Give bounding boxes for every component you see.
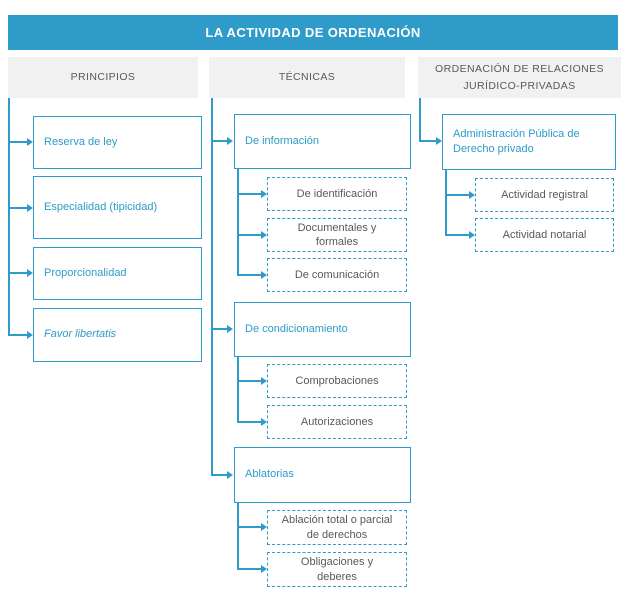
connector-vline-ordenacion	[419, 98, 421, 142]
subnode-actividad-registral: Actividad registral	[475, 178, 614, 212]
arrowhead-icon	[261, 418, 267, 426]
column-header-principios: PRINCIPIOS	[8, 57, 198, 98]
arrowhead-icon	[469, 231, 475, 239]
arrowhead-icon	[261, 523, 267, 531]
connector-line	[237, 526, 261, 528]
connector-line	[237, 234, 261, 236]
column-header-tecnicas: TÉCNICAS	[209, 57, 405, 98]
subnode-documentales-y-formales: Documentales y formales	[267, 218, 407, 252]
connector-line	[8, 141, 27, 143]
node-de-informacion: De información	[234, 114, 411, 169]
subnode-comprobaciones: Comprobaciones	[267, 364, 407, 398]
arrowhead-icon	[27, 269, 33, 277]
node-reserva-de-ley: Reserva de ley	[33, 116, 202, 169]
subnode-actividad-notarial: Actividad notarial	[475, 218, 614, 252]
connector-line	[8, 207, 27, 209]
subnode-de-comunicacion: De comunicación	[267, 258, 407, 292]
connector-vline-de-condicionamiento	[237, 357, 239, 422]
connector-line	[237, 568, 261, 570]
connector-line	[445, 234, 469, 236]
diagram-title-banner: LA ACTIVIDAD DE ORDENACIÓN	[8, 15, 618, 50]
connector-line	[237, 193, 261, 195]
node-favor-libertatis: Favor libertatis	[33, 308, 202, 362]
node-ablatorias: Ablatorias	[234, 447, 411, 503]
connector-vline-ablatorias	[237, 503, 239, 569]
arrowhead-icon	[227, 325, 233, 333]
connector-vline-de-informacion	[237, 169, 239, 275]
connector-line	[211, 474, 227, 476]
arrowhead-icon	[27, 138, 33, 146]
connector-line	[419, 140, 436, 142]
diagram-title: LA ACTIVIDAD DE ORDENACIÓN	[205, 25, 421, 40]
subnode-obligaciones-y-deberes: Obligaciones y deberes	[267, 552, 407, 587]
arrowhead-icon	[227, 471, 233, 479]
arrowhead-icon	[261, 231, 267, 239]
connector-line	[8, 334, 27, 336]
arrowhead-icon	[261, 271, 267, 279]
arrowhead-icon	[261, 190, 267, 198]
connector-vline-principios	[8, 98, 10, 336]
arrowhead-icon	[469, 191, 475, 199]
arrowhead-icon	[27, 204, 33, 212]
node-de-condicionamiento: De condicionamiento	[234, 302, 411, 357]
subnode-autorizaciones: Autorizaciones	[267, 405, 407, 439]
subnode-de-identificacion: De identificación	[267, 177, 407, 211]
connector-line	[237, 421, 261, 423]
connector-line	[237, 274, 261, 276]
connector-line	[211, 140, 227, 142]
arrowhead-icon	[261, 377, 267, 385]
connector-line	[445, 194, 469, 196]
connector-vline-administracion	[445, 170, 447, 235]
arrowhead-icon	[261, 565, 267, 573]
node-administracion-publica: Administración Pública de Derecho privad…	[442, 114, 616, 170]
node-especialidad: Especialidad (tipicidad)	[33, 176, 202, 239]
connector-line	[8, 272, 27, 274]
subnode-ablacion-total-o-parcial: Ablación total o parcial de derechos	[267, 510, 407, 545]
arrowhead-icon	[227, 137, 233, 145]
column-header-ordenacion-relaciones: ORDENACIÓN DE RELACIONES JURÍDICO-PRIVAD…	[418, 57, 621, 98]
node-proporcionalidad: Proporcionalidad	[33, 247, 202, 300]
arrowhead-icon	[27, 331, 33, 339]
arrowhead-icon	[436, 137, 442, 145]
connector-line	[237, 380, 261, 382]
connector-vline-tecnicas	[211, 98, 213, 476]
connector-line	[211, 328, 227, 330]
